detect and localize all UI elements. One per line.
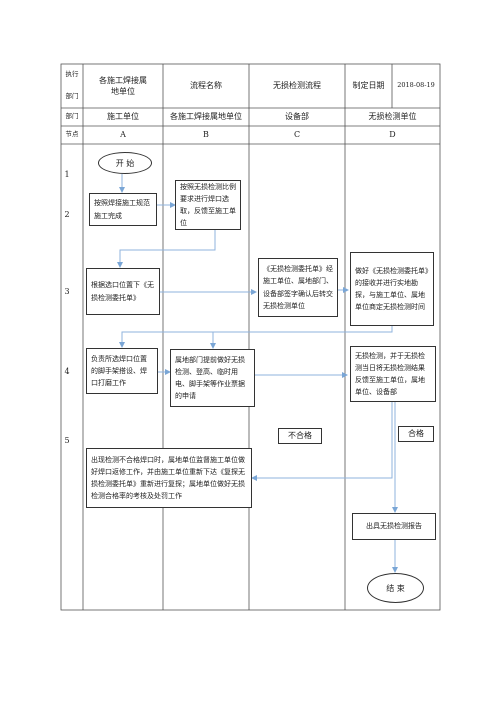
step-number: 5	[64, 436, 70, 446]
start-node: 开 始	[98, 152, 152, 174]
process-name-label: 流程名称	[190, 81, 222, 91]
node-col-d: D	[389, 130, 396, 140]
step-number: 1	[64, 170, 70, 180]
node-col-a: A	[120, 130, 126, 140]
exec-dept-label-bottom: 部门	[65, 92, 79, 101]
step-b2-box: 按照无损检测比例要求进行焊口选取，反馈至施工单位	[175, 180, 241, 230]
end-node: 结 束	[367, 573, 424, 603]
process-name-value: 无损检测流程	[273, 81, 321, 91]
date-value: 2018-08-19	[397, 81, 435, 90]
step-c3-text: 《无损检测委托单》经施工单位、属地部门、设备部签字确认后转交无损检测单位	[263, 265, 333, 310]
step-d3-text: 做好《无损检测委托单》的接收并进行实地勘探，与施工单位、属地单位商定无损检测时间	[355, 266, 429, 312]
step-b4-text: 属地部门提前做好无损检测、登高、临时用电、脚手架等作业票据的申请	[175, 355, 245, 401]
dept-col-a: 施工单位	[107, 112, 139, 122]
step-a4-text: 负责所选焊口位置的脚手架搭设、焊口打磨工作	[91, 354, 147, 388]
node-col-c: C	[293, 130, 301, 140]
step-number: 2	[64, 210, 70, 220]
step-a2-text: 按照焊接施工规范施工完成	[94, 199, 150, 220]
step-ab5-box: 出现检测不合格焊口时，属地单位监督施工单位做好焊口返修工作，并由施工单位重新下达…	[86, 448, 252, 508]
step-a2-box: 按照焊接施工规范施工完成	[89, 193, 157, 226]
date-label: 制定日期	[352, 81, 385, 91]
dept-col-c: 设备部	[285, 112, 309, 122]
node-col-b: B	[203, 130, 209, 140]
step-a4-box: 负责所选焊口位置的脚手架搭设、焊口打磨工作	[86, 348, 158, 394]
step-number: 3	[64, 287, 70, 297]
exec-unit: 各施工焊接属地单位	[99, 75, 147, 96]
step-c3-box: 《无损检测委托单》经施工单位、属地部门、设备部签字确认后转交无损检测单位	[258, 258, 338, 317]
node-row-label: 节点	[65, 130, 79, 139]
step-d3-box: 做好《无损检测委托单》的接收并进行实地勘探，与施工单位、属地单位商定无损检测时间	[350, 252, 434, 326]
dept-col-b: 各施工焊接属地单位	[170, 112, 242, 122]
step-a3-text: 根据选口位置下《无损检测委托单》	[91, 281, 154, 302]
step-b4-box: 属地部门提前做好无损检测、登高、临时用电、脚手架等作业票据的申请	[170, 349, 255, 407]
pass-label: 合格	[398, 426, 434, 442]
dept-row-label: 部门	[65, 112, 79, 121]
report-box: 出具无损检测报告	[352, 513, 436, 540]
step-d4-text: 无损检测，并于无损检测当日将无损检测结果反馈至施工单位，属地单位、设备部	[355, 351, 425, 397]
step-number: 4	[64, 367, 70, 377]
fail-label: 不合格	[278, 428, 322, 444]
dept-col-d: 无损检测单位	[368, 112, 417, 122]
step-a3-box: 根据选口位置下《无损检测委托单》	[86, 268, 160, 315]
step-ab5-text: 出现检测不合格焊口时，属地单位监督施工单位做好焊口返修工作，并由施工单位重新下达…	[91, 455, 245, 501]
exec-dept-label-top: 执行	[65, 70, 79, 79]
report-text: 出具无损检测报告	[366, 522, 422, 531]
step-d4-box: 无损检测，并于无损检测当日将无损检测结果反馈至施工单位，属地单位、设备部	[350, 346, 436, 402]
step-b2-text: 按照无损检测比例要求进行焊口选取，反馈至施工单位	[180, 182, 236, 228]
